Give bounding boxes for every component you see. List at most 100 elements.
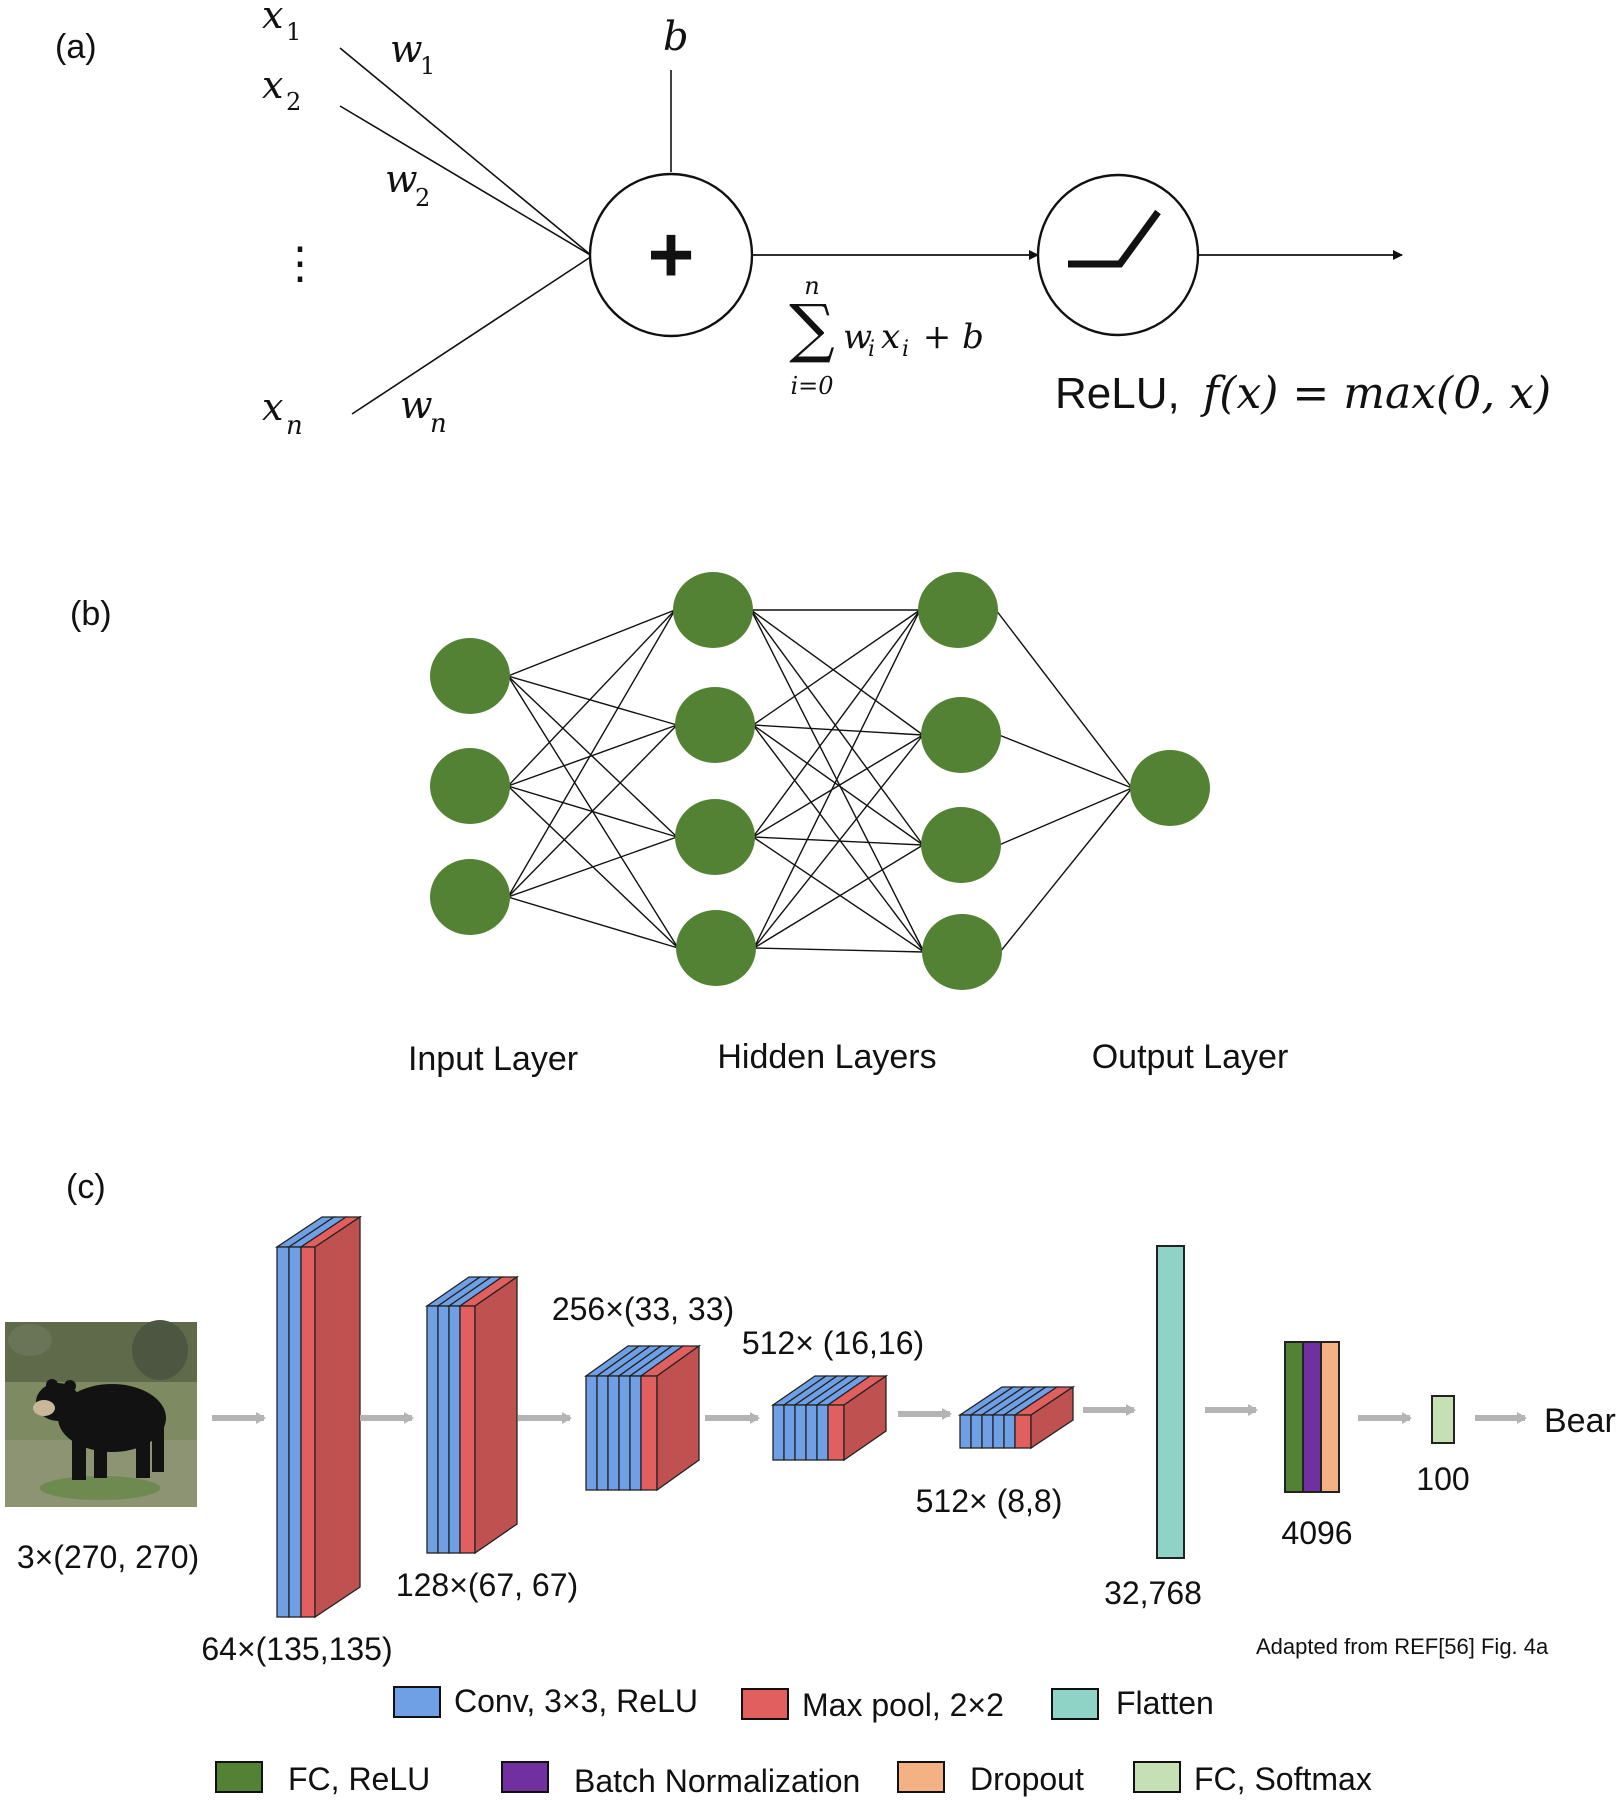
block-5-slice-6 — [1014, 1414, 1032, 1449]
input-x1-sub: 1 — [286, 18, 301, 46]
block-2-slice-2 — [437, 1305, 450, 1554]
neuron-layer1-2 — [430, 748, 510, 824]
block-5 — [957, 1385, 1076, 1450]
edge-l2-n3-to-n4 — [752, 836, 925, 953]
fc-relu-block — [1284, 1341, 1340, 1493]
block-1-slice-2 — [288, 1246, 302, 1618]
block-3-slice-6 — [640, 1375, 658, 1491]
block-3-slice-2 — [596, 1375, 609, 1491]
edge-l2-n2-to-n2 — [752, 724, 924, 736]
sum-formula-lower: i=0 — [790, 372, 833, 400]
block-2-side — [474, 1275, 518, 1555]
block-1-slice-1 — [276, 1246, 290, 1618]
block-1-side — [314, 1215, 361, 1619]
input-xn: x n — [262, 385, 303, 441]
block-3 — [583, 1344, 702, 1492]
block-5-slice-1 — [959, 1414, 972, 1449]
legend-item-fc-relu: FC, ReLU — [215, 1761, 430, 1797]
input-line-n — [351, 255, 593, 415]
neuron-layer1-3 — [430, 859, 510, 935]
input-layer-label: Input Layer — [408, 1040, 578, 1078]
network-nodes — [430, 572, 1210, 990]
input-xn-sub: n — [286, 411, 303, 441]
edge-l2-n4-to-n4 — [753, 947, 925, 953]
legend-swatch-batchnorm — [501, 1761, 549, 1793]
block-4-slice-6 — [827, 1404, 845, 1461]
flatten-bar — [1156, 1245, 1185, 1559]
bear-photo — [5, 1320, 197, 1507]
sum-formula-upper: n — [804, 272, 819, 300]
sum-formula-xi: i — [902, 337, 909, 362]
panel-b-label: (b) — [70, 595, 112, 633]
output-layer-label: Output Layer — [1092, 1038, 1289, 1076]
edge-l1-n3-to-n1 — [507, 609, 676, 898]
sum-formula-x: x — [881, 317, 900, 357]
legend-item-flatten: Flatten — [1051, 1685, 1214, 1721]
block-4-slice-5 — [816, 1404, 829, 1461]
legend-swatch-fc-softmax — [1133, 1761, 1181, 1793]
fc-softmax-caption: 100 — [1416, 1461, 1469, 1497]
block-5-side — [1030, 1385, 1074, 1450]
legend-item-conv: Conv, 3×3, ReLU — [393, 1683, 698, 1719]
sum-formula-tail: + b — [912, 317, 984, 357]
block-4-slice-2 — [783, 1404, 796, 1461]
edge-l2-n4-to-n1 — [753, 609, 921, 949]
neuron-layer2-4 — [676, 910, 756, 986]
edge-l2-n1-to-n2 — [750, 609, 924, 736]
flow-arrows — [212, 1404, 1527, 1424]
block-5-slice-4 — [992, 1414, 1005, 1449]
panel-a-label: (a) — [55, 28, 97, 66]
block-2-slice-4 — [459, 1305, 476, 1554]
neuron-layer2-1 — [673, 572, 753, 648]
block-3-slice-1 — [585, 1375, 598, 1491]
network-edges — [507, 609, 1133, 953]
legend-label-pool: Max pool, 2×2 — [802, 1687, 1004, 1723]
edge-l1-n3-to-n4 — [507, 896, 679, 949]
block-1 — [274, 1215, 363, 1619]
legend-item-fc-softmax: FC, Softmax — [1133, 1761, 1372, 1797]
neuron-layer1-1 — [430, 638, 510, 714]
weight-w2: w 2 — [385, 157, 430, 212]
input-line-2 — [339, 105, 593, 257]
input-x1: x 1 — [262, 0, 301, 46]
edge-l1-n2-to-n1 — [507, 609, 676, 787]
fc-relu-caption: 4096 — [1281, 1515, 1352, 1551]
neuron-layer2-2 — [675, 687, 755, 763]
input-line-1 — [339, 47, 593, 257]
fc-relu-strip — [1284, 1341, 1304, 1493]
relu-label: ReLU, — [1055, 369, 1180, 418]
plus-icon: + — [648, 210, 695, 299]
weight-wn-base: w — [400, 383, 433, 427]
edge-l2-n1-to-n3 — [750, 609, 924, 846]
edge-l2-n2-to-n1 — [752, 609, 921, 726]
legend-item-dropout: Dropout — [897, 1761, 1084, 1797]
legend: Conv, 3×3, ReLU Max pool, 2×2 Flatten FC… — [215, 1683, 1372, 1799]
relu-node — [1036, 173, 1200, 337]
dropout-strip — [1320, 1341, 1340, 1493]
block-2-slice-3 — [448, 1305, 461, 1554]
weight-w1-sub: 1 — [420, 52, 435, 80]
output-class-label: Bear — [1544, 1402, 1616, 1440]
block-5-caption: 512× (8,8) — [916, 1483, 1063, 1519]
panel-c: (c) 3×(270, 270) 64×(135,135) 128 — [5, 1168, 1616, 1799]
block-5-slice-3 — [981, 1414, 994, 1449]
sum-formula-w: w — [843, 317, 872, 357]
block-4-slice-3 — [794, 1404, 807, 1461]
neuron-layer3-4 — [922, 914, 1002, 990]
edge-l2-n3-to-n3 — [752, 836, 924, 846]
block-3-side — [656, 1344, 700, 1492]
edge-l1-n3-to-n2 — [507, 724, 678, 898]
weight-w2-sub: 2 — [415, 184, 430, 212]
legend-label-fc-relu: FC, ReLU — [288, 1761, 430, 1797]
block-5-slice-2 — [970, 1414, 983, 1449]
input-image-caption: 3×(270, 270) — [17, 1539, 199, 1575]
legend-swatch-conv — [393, 1686, 441, 1718]
block-2-caption: 128×(67, 67) — [396, 1567, 578, 1603]
legend-swatch-dropout — [897, 1761, 945, 1793]
legend-swatch-pool — [741, 1688, 789, 1720]
hidden-layers-label: Hidden Layers — [717, 1038, 936, 1076]
panel-b: (b) Input Layer Hidden Layers Output Lay… — [70, 572, 1288, 1078]
sigma-symbol: ∑ — [789, 292, 835, 366]
credit-note: Adapted from REF[56] Fig. 4a — [1256, 1634, 1549, 1659]
edge-l2-n2-to-n3 — [752, 724, 924, 846]
